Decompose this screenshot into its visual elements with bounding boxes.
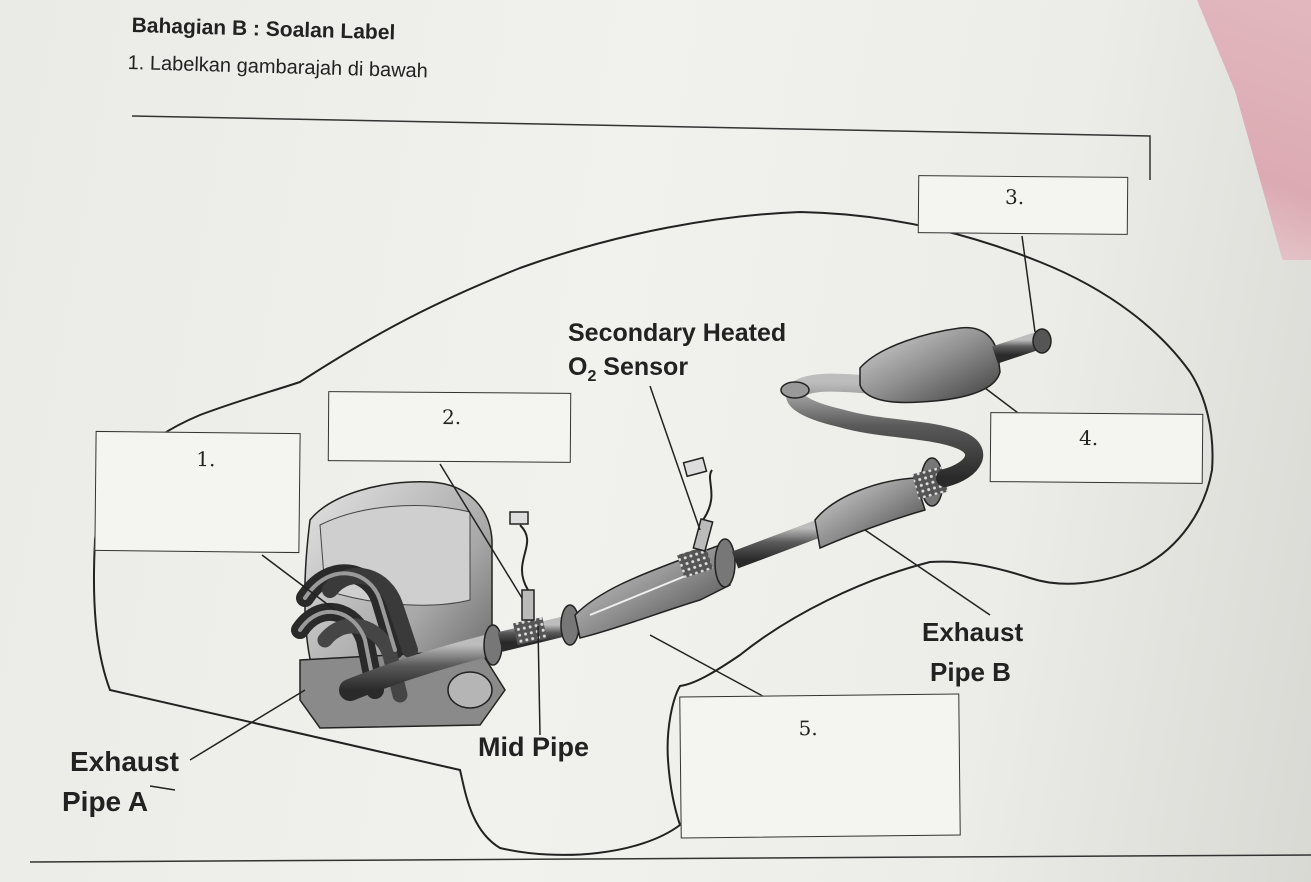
tail-pipe-icon [786, 373, 983, 487]
exhaust-pipe-b-label: Exhaust Pipe B [922, 616, 1023, 688]
primary-o2-sensor-icon [509, 511, 535, 621]
catalytic-converter-icon [574, 538, 736, 639]
exhaust-pipe-b-line2: Pipe B [930, 657, 1011, 687]
secondary-sensor-line2: O2 Sensor [568, 350, 786, 394]
leader-lines [149, 235, 1036, 791]
answer-box-number: 1. [196, 446, 216, 472]
mid-pipe-label: Mid Pipe [478, 732, 590, 762]
diagram-frame [131, 115, 1151, 180]
exhaust-pipe-a-line2: Pipe A [62, 786, 149, 817]
muffler-icon [859, 326, 1052, 404]
exhaust-pipe-a-icon [339, 634, 501, 701]
flange-icon [483, 624, 503, 666]
secondary-sensor-line1: Secondary Heated [568, 319, 787, 347]
secondary-o2-sensor-icon [682, 456, 714, 552]
exhaust-pipe-b-icon [731, 519, 824, 569]
answer-box-2[interactable]: 2. [327, 391, 572, 463]
car-silhouette [92, 210, 1214, 856]
answer-box-4[interactable]: 4. [989, 412, 1204, 484]
answer-box-number: 5. [798, 716, 818, 741]
answer-box-1[interactable]: 1. [94, 430, 301, 554]
exhaust-manifold-icon [291, 564, 418, 703]
answer-box-number: 2. [441, 404, 462, 430]
secondary-sensor-label: Secondary Heated O2 Sensor [568, 316, 786, 394]
sensor-subscript: 2 [587, 368, 597, 385]
answer-box-3[interactable]: 3. [917, 175, 1129, 235]
sensor-o: O [568, 353, 588, 381]
exhaust-pipe-b-line1: Exhaust [922, 617, 1024, 647]
sensor-rest: Sensor [596, 353, 689, 381]
answer-box-number: 4. [1078, 425, 1099, 451]
resonator-icon [814, 477, 926, 550]
exhaust-pipe-a-label: Exhaust Pipe A [62, 742, 179, 822]
diagram-frame-bottom [29, 854, 1311, 863]
answer-box-number: 3. [1004, 184, 1025, 210]
answer-box-5[interactable]: 5. [679, 693, 961, 839]
exhaust-pipe-a-line1: Exhaust [70, 746, 179, 777]
